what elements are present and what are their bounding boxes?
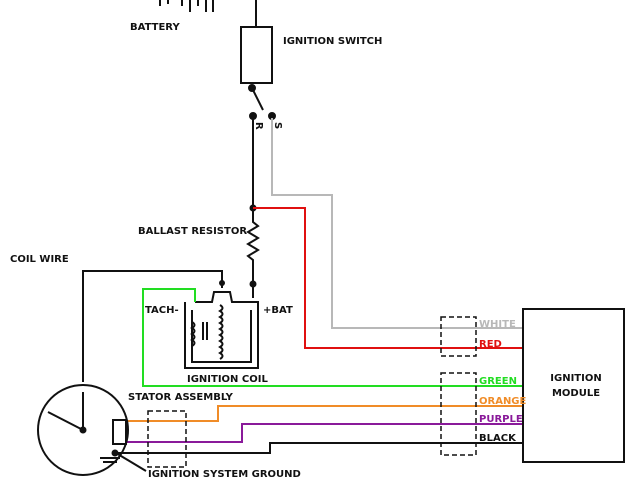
black-wire: [115, 442, 523, 454]
distributor: [37, 384, 147, 476]
module-connector-lower: [440, 372, 477, 456]
wire-label-red: RED: [479, 339, 502, 350]
ignition-switch-label: IGNITION SWITCH: [283, 36, 382, 47]
ballast-resistor: [246, 116, 260, 298]
module-label-line2: MODULE: [552, 388, 600, 399]
ground-dot: [111, 449, 119, 457]
coil-wire-label: COIL WIRE: [10, 254, 69, 265]
tach-label: TACH-: [145, 305, 179, 316]
purple-wire: [126, 423, 523, 443]
ignition-switch-box: [240, 26, 273, 84]
stator-connector: [147, 410, 187, 468]
orange-wire: [126, 405, 523, 422]
bat-label: +BAT: [263, 305, 293, 316]
wire-label-green: GREEN: [479, 376, 517, 387]
stator-assembly-label: STATOR ASSEMBLY: [128, 392, 234, 403]
ignition-module-box: [522, 308, 625, 463]
white-wire: [271, 118, 523, 329]
ground-label: IGNITION SYSTEM GROUND: [148, 469, 301, 480]
wire-label-black: BLACK: [479, 433, 517, 444]
coil-wire: [82, 270, 223, 382]
switch-s-label: S: [272, 122, 283, 129]
ignition-coil: [184, 291, 259, 369]
red-wire: [253, 207, 523, 349]
wire-label-white: WHITE: [479, 319, 516, 330]
wire-label-purple: PURPLE: [479, 414, 523, 425]
module-label-line1: IGNITION: [550, 373, 601, 384]
rotor-hub: [79, 426, 87, 434]
module-connector-upper: [440, 316, 477, 357]
junction-dot: [249, 280, 257, 288]
battery-symbol: [159, 0, 214, 12]
junction-dot: [219, 280, 225, 286]
green-wire: [142, 288, 523, 387]
battery-label: BATTERY: [130, 22, 180, 33]
switch-contacts: [248, 84, 276, 120]
ballast-resistor-label: BALLAST RESISTOR: [138, 226, 247, 237]
switch-r-label: R: [253, 122, 264, 130]
wire-label-orange: ORANGE: [479, 396, 527, 407]
ignition-coil-label: IGNITION COIL: [187, 374, 268, 385]
